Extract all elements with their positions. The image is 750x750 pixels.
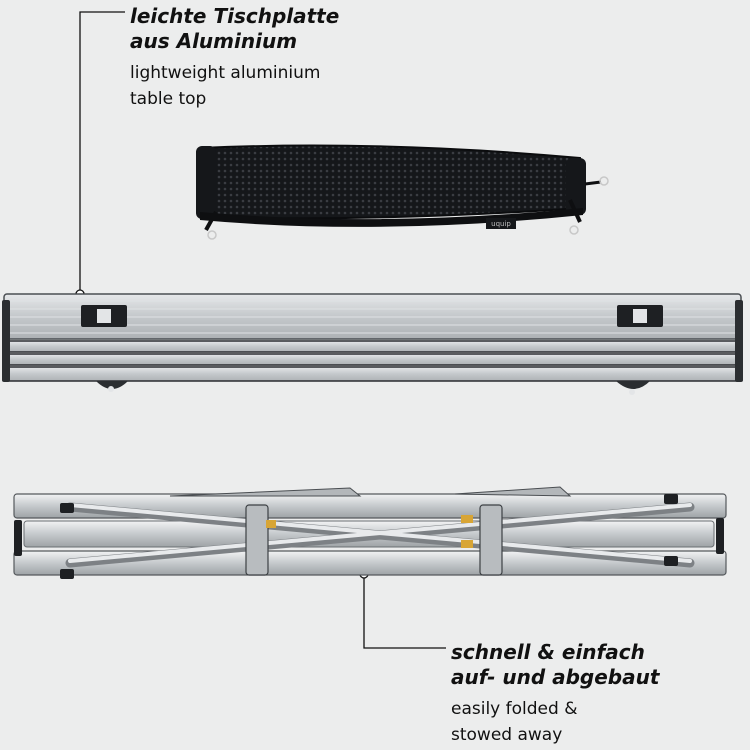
callout-bottom-subtitle-line1: easily folded &	[451, 699, 578, 719]
callout-easy-folding: schnell & einfach auf- und abgebaut easi…	[451, 640, 659, 748]
callout-bottom-title-line1: schnell & einfach	[451, 640, 645, 664]
callout-top-subtitle-line1: lightweight aluminium	[130, 63, 321, 83]
callout-bottom-subtitle-line2: stowed away	[451, 725, 563, 745]
callout-top-title-line1: leichte Tischplatte	[130, 4, 340, 28]
callout-top-leader-line	[79, 11, 125, 293]
callout-top-title-line2: aus Aluminium	[130, 29, 298, 53]
bag-brand-label: uquip	[491, 220, 511, 228]
callout-lightweight-table-top: leichte Tischplatte aus Aluminium lightw…	[130, 4, 339, 112]
mesh-carry-bag	[196, 144, 609, 240]
callout-top-subtitle-line2: table top	[130, 89, 207, 109]
callout-bottom-title-line2: auf- und abgebaut	[451, 665, 660, 689]
callout-bottom-leader-line	[363, 575, 446, 649]
aluminium-table-top	[2, 293, 743, 395]
folded-table-frame	[13, 486, 727, 579]
